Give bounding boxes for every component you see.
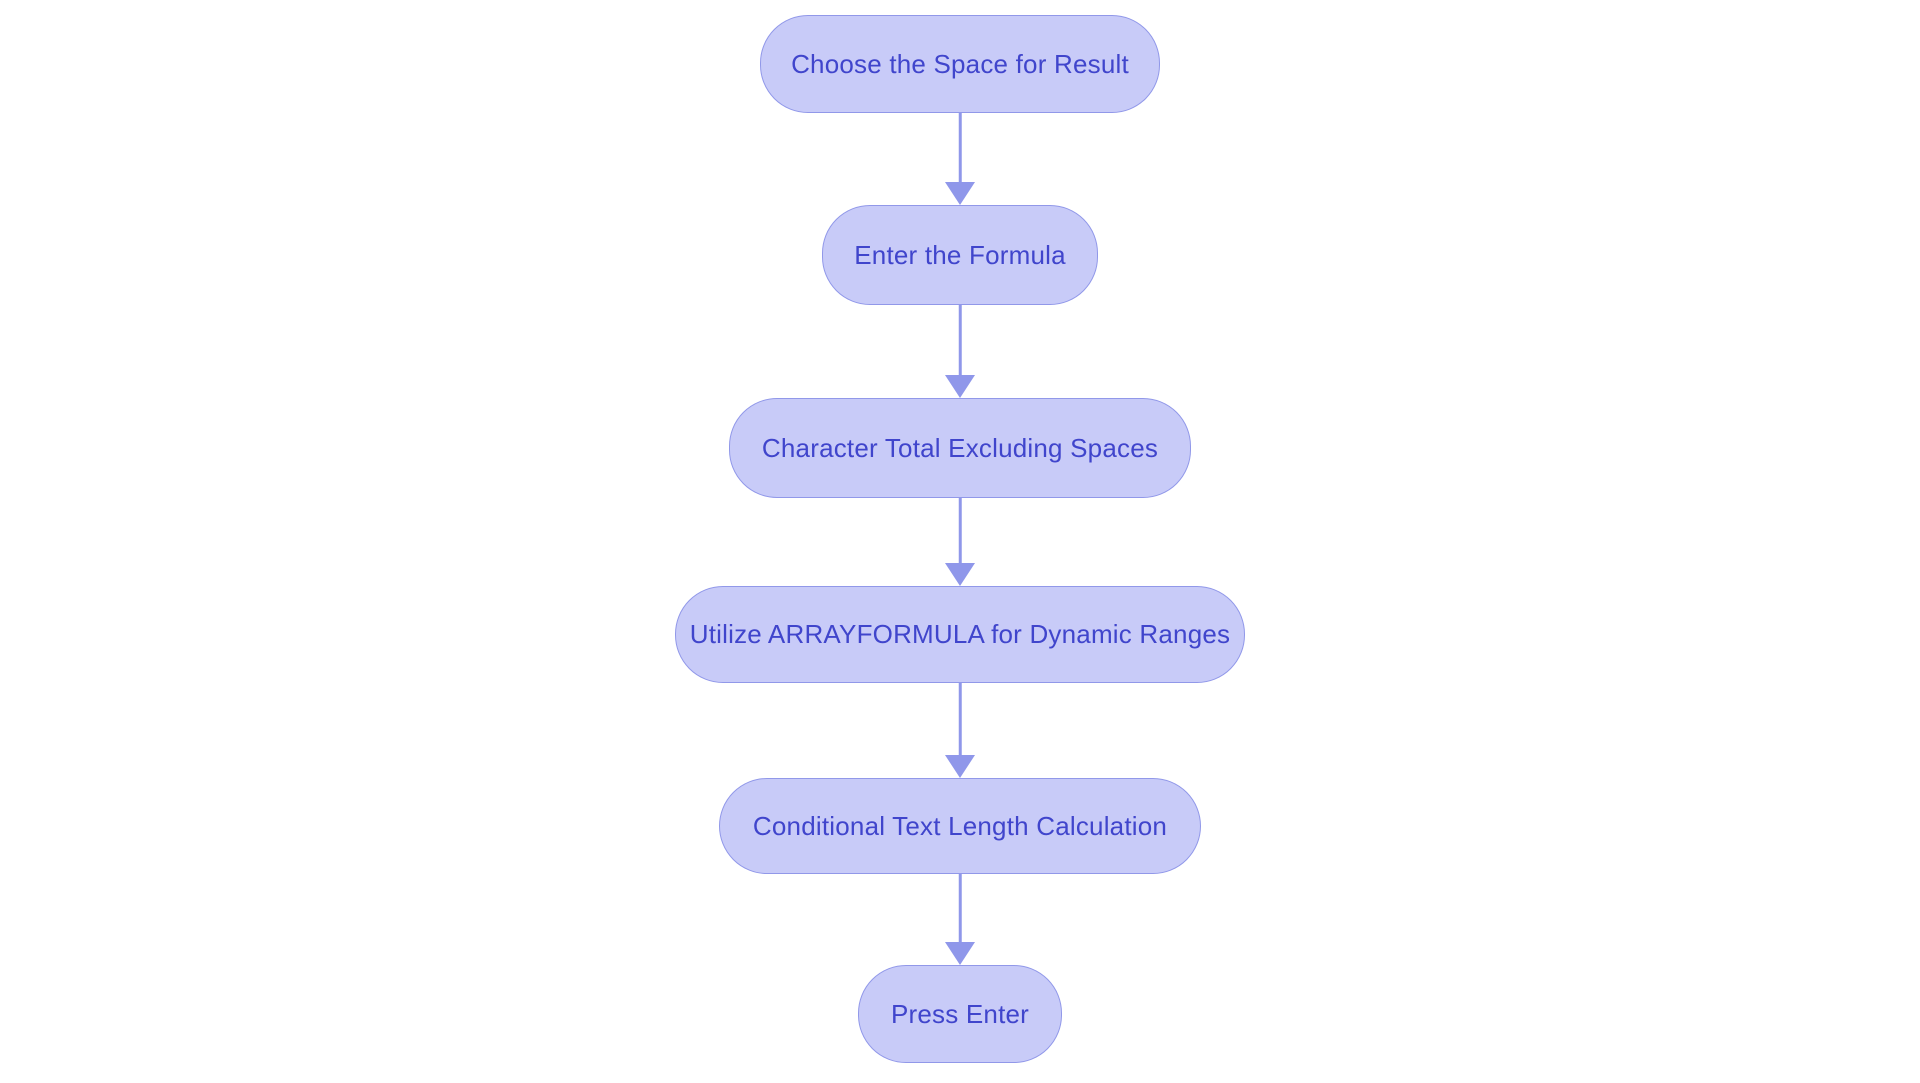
arrow-shaft bbox=[958, 683, 962, 758]
arrow-shaft bbox=[958, 305, 962, 378]
flow-node-label: Enter the Formula bbox=[854, 239, 1066, 270]
arrow-head-icon bbox=[945, 563, 975, 586]
flow-node-choose-space: Choose the Space for Result bbox=[760, 15, 1160, 113]
flow-node-conditional-length: Conditional Text Length Calculation bbox=[719, 778, 1201, 874]
arrow-head-icon bbox=[945, 182, 975, 205]
flow-node-arrayformula: Utilize ARRAYFORMULA for Dynamic Ranges bbox=[675, 586, 1245, 683]
arrow-shaft bbox=[958, 874, 962, 945]
flow-arrow-1 bbox=[944, 113, 976, 205]
flow-node-label: Choose the Space for Result bbox=[791, 48, 1129, 79]
flow-node-label: Utilize ARRAYFORMULA for Dynamic Ranges bbox=[689, 619, 1231, 649]
flow-node-enter-formula: Enter the Formula bbox=[822, 205, 1098, 305]
flow-node-press-enter: Press Enter bbox=[858, 965, 1062, 1063]
arrow-head-icon bbox=[945, 755, 975, 778]
flow-arrow-3 bbox=[944, 498, 976, 586]
flow-node-label: Character Total Excluding Spaces bbox=[761, 432, 1159, 463]
flow-arrow-4 bbox=[944, 683, 976, 778]
arrow-head-icon bbox=[945, 942, 975, 965]
flow-node-label: Press Enter bbox=[890, 998, 1030, 1029]
arrow-head-icon bbox=[945, 375, 975, 398]
flow-node-char-total: Character Total Excluding Spaces bbox=[729, 398, 1191, 498]
flow-arrow-5 bbox=[944, 874, 976, 965]
arrow-shaft bbox=[958, 498, 962, 566]
flow-node-label: Conditional Text Length Calculation bbox=[752, 810, 1168, 841]
flow-arrow-2 bbox=[944, 305, 976, 398]
arrow-shaft bbox=[958, 113, 962, 185]
